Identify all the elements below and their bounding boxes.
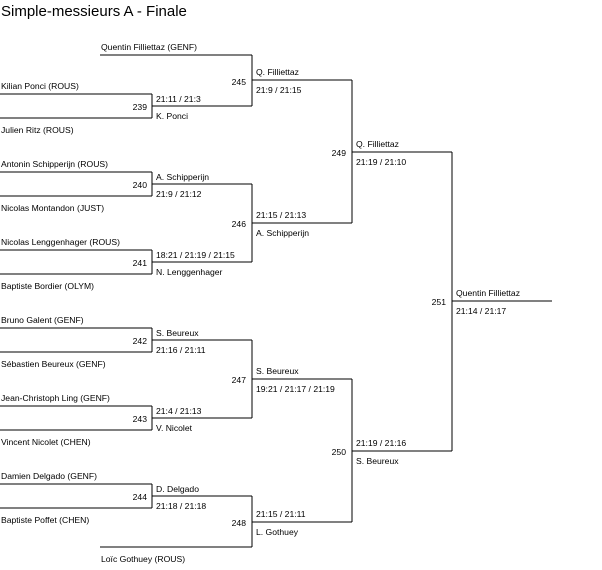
- player-name: Julien Ritz (ROUS): [1, 125, 74, 135]
- match-number: 245: [231, 77, 246, 87]
- player-name: Damien Delgado (GENF): [1, 471, 97, 481]
- match-score: 21:15 / 21:11: [256, 509, 306, 519]
- match-winner: L. Gothuey: [256, 527, 299, 537]
- player-name: Loïc Gothuey (ROUS): [101, 554, 186, 564]
- match-winner: K. Ponci: [156, 111, 189, 121]
- match-winner: N. Lenggenhager: [156, 267, 223, 277]
- match-number: 240: [132, 180, 147, 190]
- match-number: 250: [331, 447, 346, 457]
- match-winner: D. Delgado: [156, 484, 199, 494]
- match-number: 239: [132, 102, 147, 112]
- player-name: Antonin Schipperijn (ROUS): [1, 159, 108, 169]
- match-winner: V. Nicolet: [156, 423, 192, 433]
- match-number: 251: [431, 297, 446, 307]
- match-score: 21:9 / 21:15: [256, 85, 302, 95]
- player-name: Nicolas Montandon (JUST): [1, 203, 105, 213]
- match-score: 18:21 / 21:19 / 21:15: [156, 250, 235, 260]
- player-name: Baptiste Bordier (OLYM): [1, 281, 94, 291]
- match-score: 21:14 / 21:17: [456, 306, 507, 316]
- player-name: Vincent Nicolet (CHEN): [1, 437, 91, 447]
- player-name: Kilian Ponci (ROUS): [1, 81, 79, 91]
- match-score: 21:19 / 21:10: [356, 157, 407, 167]
- player-name: Quentin Filliettaz (GENF): [101, 42, 197, 52]
- match-number: 242: [132, 336, 147, 346]
- match-score: 21:9 / 21:12: [156, 189, 202, 199]
- player-name: Sébastien Beureux (GENF): [1, 359, 106, 369]
- match-winner: A. Schipperijn: [156, 172, 210, 182]
- match-score: 21:11 / 21:3: [156, 94, 201, 104]
- match-winner: S. Beureux: [256, 366, 299, 376]
- match-score: 21:4 / 21:13: [156, 406, 202, 416]
- match-number: 248: [231, 518, 246, 528]
- match-winner: Q. Filliettaz: [356, 139, 399, 149]
- match-number: 241: [132, 258, 147, 268]
- match-number: 249: [331, 148, 346, 158]
- player-name: Baptiste Poffet (CHEN): [1, 515, 90, 525]
- match-winner: S. Beureux: [356, 456, 399, 466]
- page-title: Simple-messieurs A - Finale: [1, 3, 187, 20]
- match-score: 19:21 / 21:17 / 21:19: [256, 384, 335, 394]
- match-winner: S. Beureux: [156, 328, 199, 338]
- match-number: 243: [132, 414, 147, 424]
- match-number: 247: [231, 375, 246, 385]
- match-score: 21:16 / 21:11: [156, 345, 206, 355]
- match-score: 21:19 / 21:16: [356, 438, 407, 448]
- player-name: Jean-Christoph Ling (GENF): [1, 393, 110, 403]
- player-name: Nicolas Lenggenhager (ROUS): [1, 237, 120, 247]
- player-name: Bruno Galent (GENF): [1, 315, 84, 325]
- match-winner: Q. Filliettaz: [256, 67, 299, 77]
- match-score: 21:15 / 21:13: [256, 210, 307, 220]
- match-score: 21:18 / 21:18: [156, 501, 207, 511]
- champion-name: Quentin Filliettaz: [456, 288, 521, 298]
- match-number: 244: [132, 492, 147, 502]
- match-number: 246: [231, 219, 246, 229]
- match-winner: A. Schipperijn: [256, 228, 310, 238]
